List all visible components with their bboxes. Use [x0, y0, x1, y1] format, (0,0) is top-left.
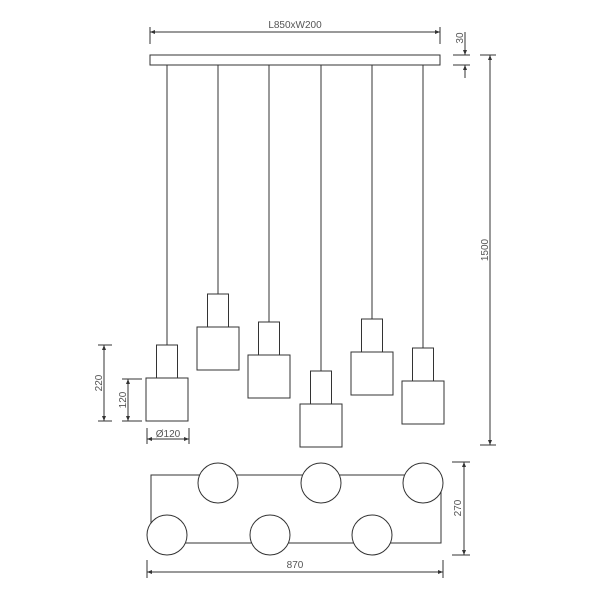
total-height-dimension: [480, 54, 496, 446]
canopy-height-dimension: [453, 32, 470, 78]
plan-depth-label: 270: [453, 499, 464, 516]
shade-upper: [412, 347, 434, 382]
canopy: [149, 54, 441, 66]
plan-shade-circle: [402, 462, 444, 504]
shade-lower: [350, 351, 394, 396]
shade-lower: [196, 326, 240, 371]
shade-lower: [401, 380, 445, 425]
shade-dimensions: [98, 344, 190, 444]
plan-shade-circle: [300, 462, 342, 504]
canopy-height-label: 30: [455, 32, 466, 44]
shade-upper: [361, 318, 383, 353]
shade-lower: [145, 377, 189, 422]
plan-shade-circle: [197, 462, 239, 504]
pendant-6: [401, 65, 445, 425]
shade-lower: [299, 403, 343, 448]
shade-upper: [310, 370, 332, 405]
shade-total-height-label: 220: [94, 374, 105, 391]
pendant-4: [299, 65, 343, 448]
canopy-length-label: L850xW200: [268, 20, 322, 31]
pendant-3: [247, 65, 291, 399]
plan-view: [146, 461, 470, 578]
plan-shade-circle: [146, 514, 188, 556]
plan-width-label: 870: [287, 560, 304, 571]
pendant-5: [350, 65, 394, 396]
shade-upper: [156, 344, 178, 379]
total-height-label: 1500: [480, 238, 491, 261]
shade-lower: [247, 354, 291, 399]
shade-diameter-label: Ø120: [156, 429, 181, 440]
shade-upper: [258, 321, 280, 356]
plan-shade-circle: [351, 514, 393, 556]
plan-shade-circle: [249, 514, 291, 556]
shade-lower-height-label: 120: [118, 391, 129, 408]
pendant-2: [196, 65, 240, 371]
canopy-length-dimension: [149, 27, 441, 44]
shade-upper: [207, 293, 229, 328]
pendant-1: [145, 65, 189, 422]
